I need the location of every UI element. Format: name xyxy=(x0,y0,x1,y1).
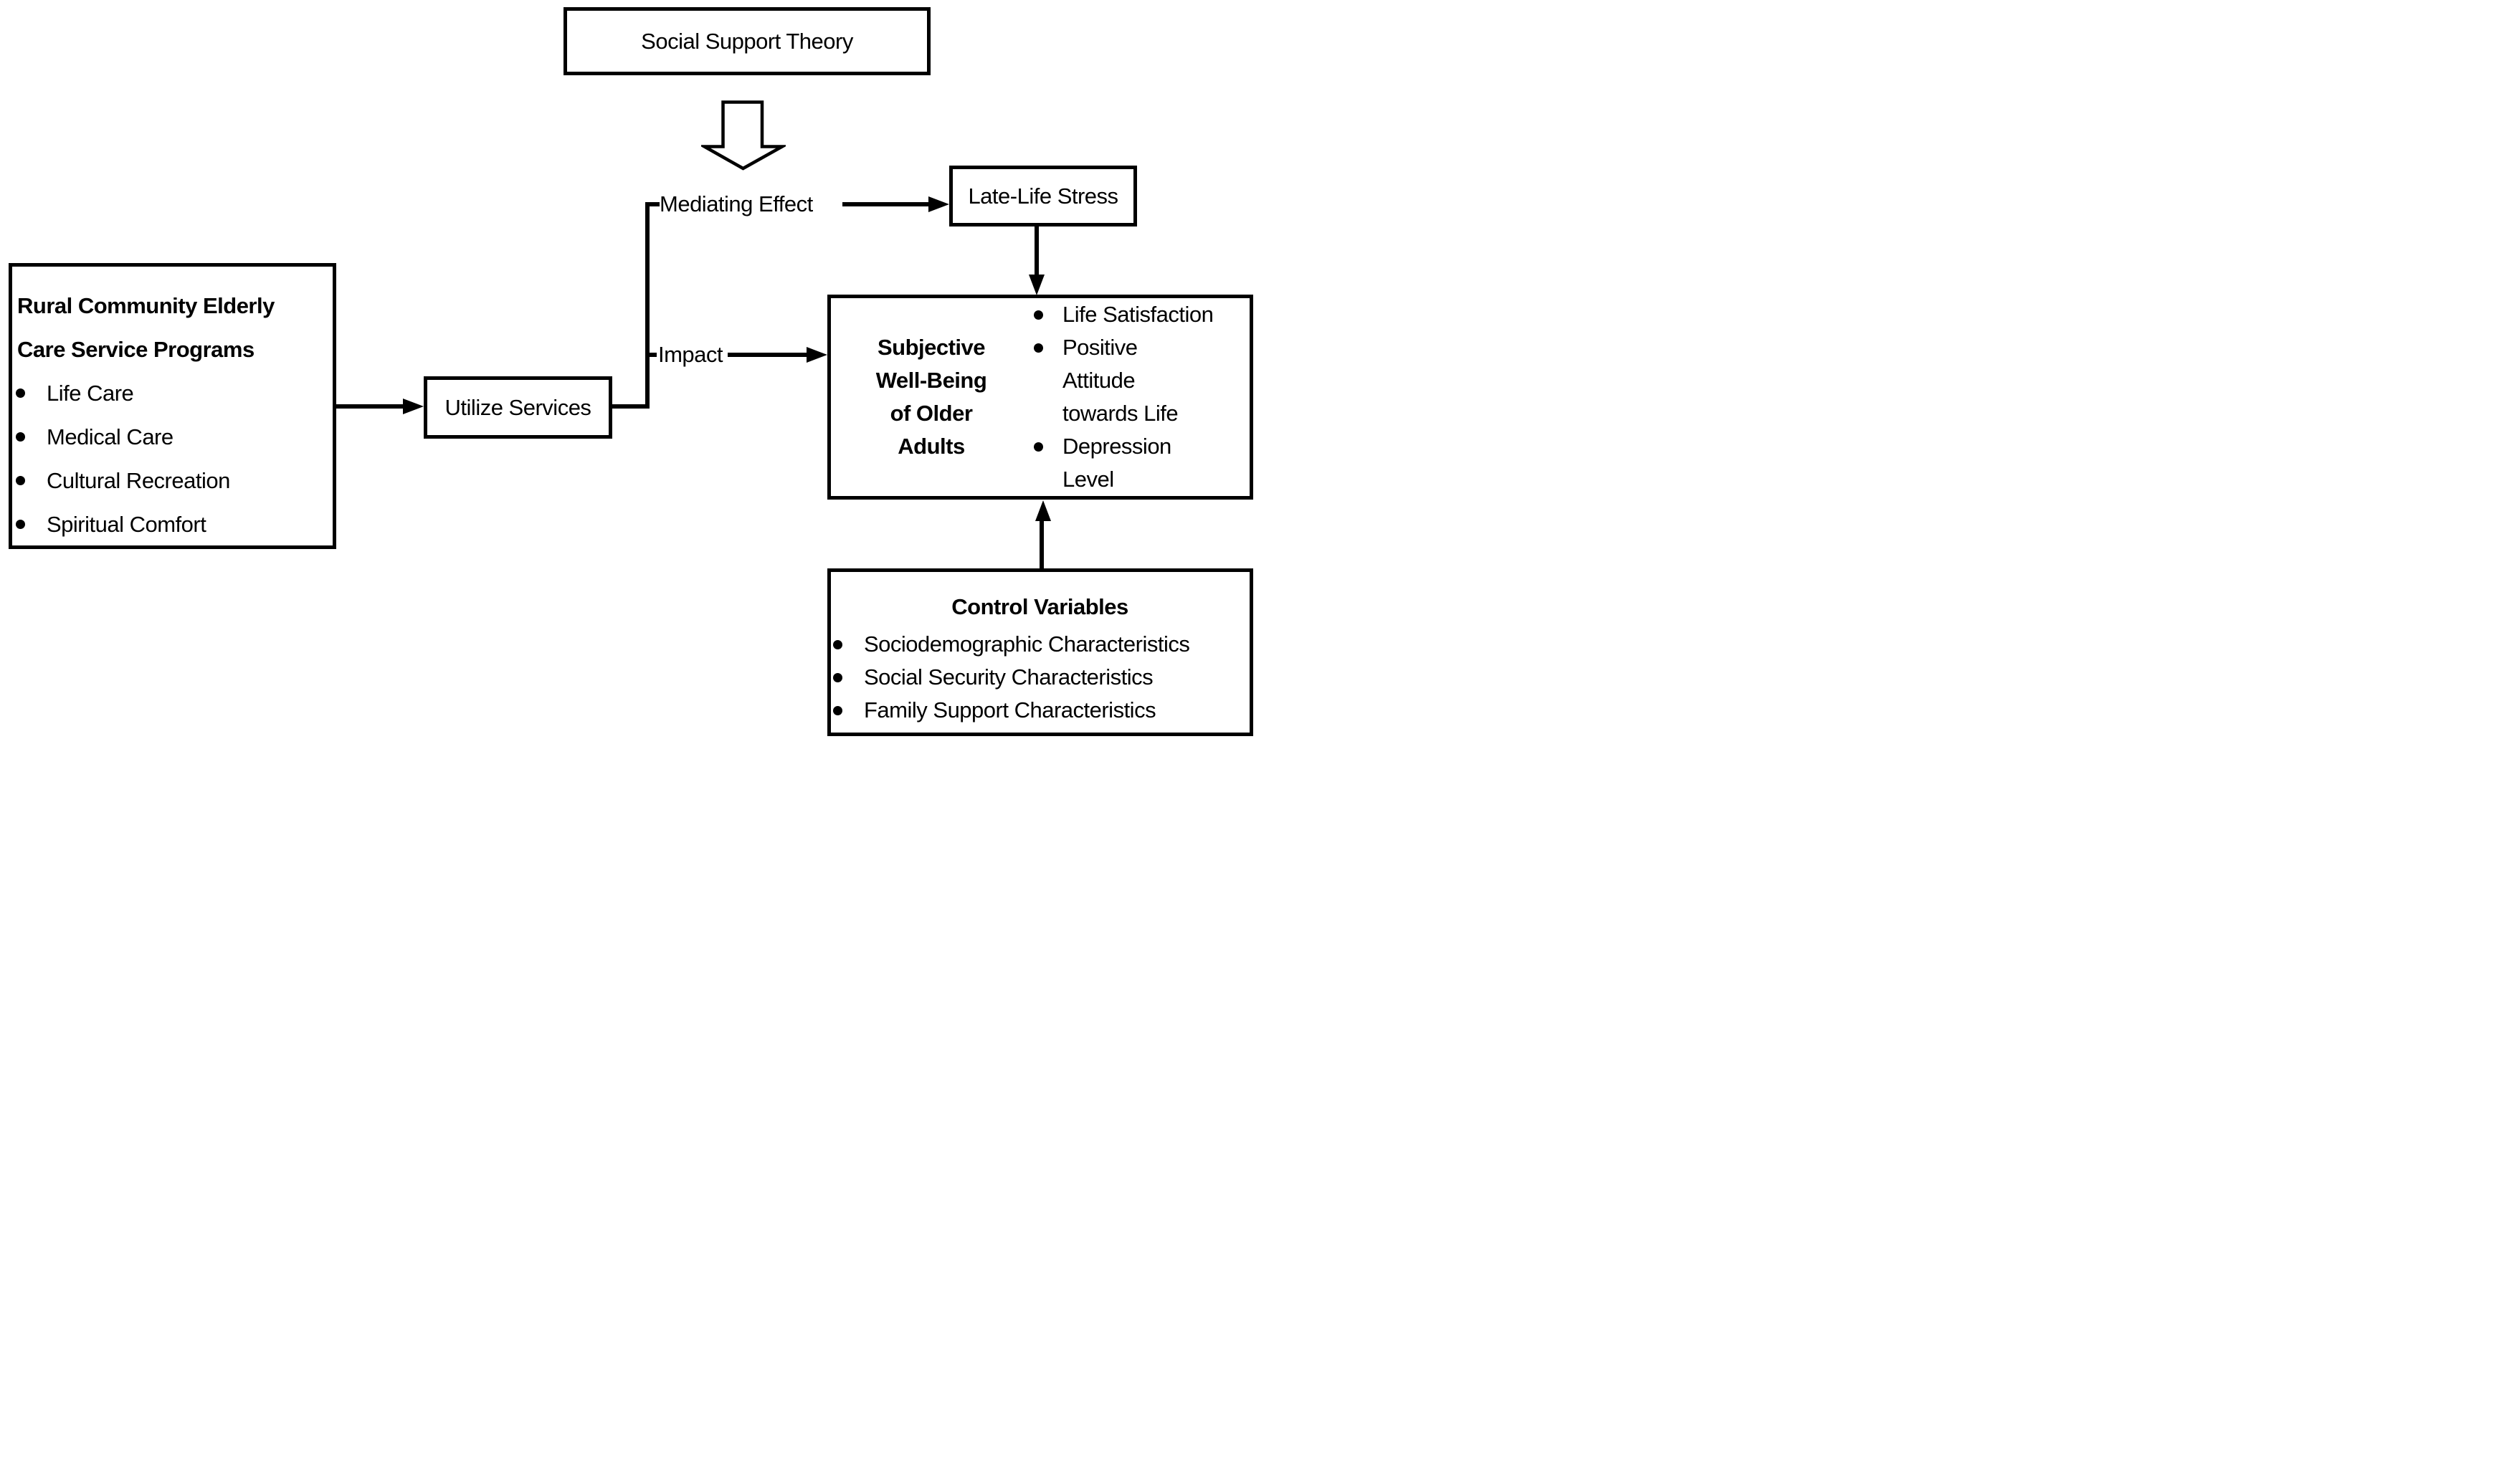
programs-to-utilize-line xyxy=(336,404,403,409)
big-down-arrow-icon xyxy=(701,100,786,171)
wellbeing-title-column: Subjective Well-Being of Older Adults xyxy=(831,298,1032,496)
bullet-dot-icon xyxy=(833,639,842,649)
wellbeing-box-title: Subjective Well-Being of Older Adults xyxy=(875,335,987,459)
arrowhead-right-icon xyxy=(403,399,424,414)
program-bullet: Spiritual Comfort xyxy=(47,511,206,537)
wellbeing-bullet: Depression Level xyxy=(1062,434,1171,492)
list-item: Depression Level xyxy=(1032,430,1250,496)
impact-label: Impact xyxy=(658,342,723,367)
wellbeing-bullet: Life Satisfaction xyxy=(1062,302,1214,327)
bullet-dot-icon xyxy=(1034,442,1043,452)
bullet-dot-icon xyxy=(16,476,25,485)
wellbeing-bullet-column: Life Satisfaction Positive Attitude towa… xyxy=(1032,298,1250,496)
programs-box: Rural Community Elderly Care Service Pro… xyxy=(9,263,336,549)
bullet-dot-icon xyxy=(16,432,25,442)
late-life-stress-box: Late-Life Stress xyxy=(949,166,1137,226)
list-item: Positive Attitude towards Life xyxy=(1032,331,1250,430)
program-bullet: Medical Care xyxy=(47,424,173,449)
program-bullet: Cultural Recreation xyxy=(47,467,230,493)
list-item: Medical Care xyxy=(16,415,328,459)
impact-connector-nub xyxy=(645,353,657,357)
stress-to-wellbeing-line xyxy=(1035,226,1039,277)
controls-to-wellbeing-line xyxy=(1040,520,1044,568)
control-bullet: Sociodemographic Characteristics xyxy=(864,631,1190,657)
bullet-dot-icon xyxy=(833,672,842,682)
utilize-connector-stub xyxy=(612,404,650,409)
control-bullet: Family Support Characteristics xyxy=(864,697,1156,723)
list-item: Life Care xyxy=(16,371,328,415)
utilize-vertical-connector xyxy=(645,202,650,409)
programs-box-title: Rural Community Elderly Care Service Pro… xyxy=(17,293,275,362)
list-item: Sociodemographic Characteristics xyxy=(833,628,1247,661)
list-item: Family Support Characteristics xyxy=(833,694,1247,727)
social-support-theory-box: Social Support Theory xyxy=(564,7,931,75)
control-variables-list: Sociodemographic Characteristics Social … xyxy=(833,628,1247,727)
bullet-dot-icon xyxy=(16,520,25,529)
mediating-to-stress-line xyxy=(842,202,928,206)
program-bullet: Life Care xyxy=(47,380,134,406)
list-item: Cultural Recreation xyxy=(16,459,328,502)
arrowhead-right-icon xyxy=(807,347,827,363)
control-variables-title: Control Variables xyxy=(951,594,1128,619)
bullet-dot-icon xyxy=(833,705,842,715)
impact-to-wellbeing-line xyxy=(728,353,807,357)
control-bullet: Social Security Characteristics xyxy=(864,664,1154,690)
late-life-stress-label: Late-Life Stress xyxy=(968,183,1118,209)
mediating-connector-nub xyxy=(645,202,660,206)
control-variables-box: Control Variables Sociodemographic Chara… xyxy=(827,568,1253,736)
bullet-dot-icon xyxy=(16,388,25,398)
bullet-dot-icon xyxy=(1034,343,1043,353)
framework-diagram: Social Support Theory Late-Life Stress R… xyxy=(0,0,1260,742)
list-item: Life Satisfaction xyxy=(1032,298,1250,331)
social-support-theory-label: Social Support Theory xyxy=(641,28,853,54)
utilize-services-box: Utilize Services xyxy=(424,376,612,439)
arrowhead-down-icon xyxy=(1029,275,1045,295)
arrowhead-up-icon xyxy=(1035,500,1051,521)
list-item: Social Security Characteristics xyxy=(833,661,1247,694)
utilize-services-label: Utilize Services xyxy=(444,394,591,420)
list-item: Spiritual Comfort xyxy=(16,502,328,546)
bullet-dot-icon xyxy=(1034,310,1043,320)
arrowhead-right-icon xyxy=(928,196,949,212)
mediating-effect-label: Mediating Effect xyxy=(660,191,813,216)
wellbeing-bullet: Positive Attitude towards Life xyxy=(1062,335,1179,426)
wellbeing-box: Subjective Well-Being of Older Adults Li… xyxy=(827,295,1253,500)
